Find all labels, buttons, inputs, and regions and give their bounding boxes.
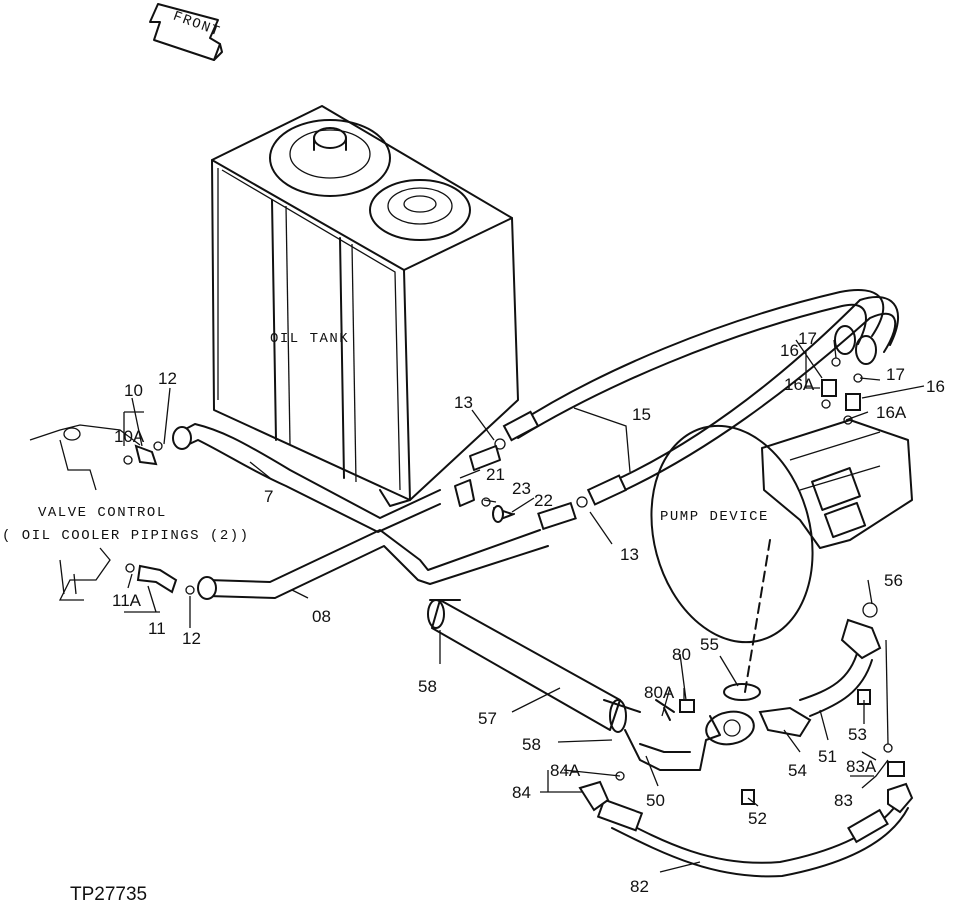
oil-cooler-57 — [427, 599, 755, 771]
hose-51 — [741, 602, 882, 805]
callout-10: 10 — [124, 381, 143, 400]
callout-16a-left: 16A — [784, 375, 815, 394]
callout-21: 21 — [486, 465, 505, 484]
hose-82 — [578, 743, 914, 878]
callout-12-lower: 12 — [182, 629, 201, 648]
pump-device: PUMP DEVICE — [650, 419, 913, 701]
callout-7: 7 — [264, 487, 273, 506]
callout-54: 54 — [788, 761, 807, 780]
callout-16-left: 16 — [780, 341, 799, 360]
callout-13-lower: 13 — [620, 545, 639, 564]
callout-15: 15 — [632, 405, 651, 424]
callout-16a-right: 16A — [876, 403, 907, 422]
front-arrow-icon — [149, 3, 223, 61]
pipe-7 — [172, 423, 441, 533]
callout-17-upper: 17 — [798, 329, 817, 348]
callout-22: 22 — [534, 491, 553, 510]
callout-57: 57 — [478, 709, 497, 728]
oil-tank: OIL TANK — [211, 105, 519, 507]
callout-56: 56 — [884, 571, 903, 590]
callout-83: 83 — [834, 791, 853, 810]
hose-15 — [502, 288, 900, 506]
callout-58-left: 58 — [418, 677, 437, 696]
oil-tank-label: OIL TANK — [270, 331, 349, 347]
callout-83a: 83A — [846, 757, 877, 776]
callout-84: 84 — [512, 783, 531, 802]
elbow-11 — [125, 563, 195, 595]
valve-control: VALVE CONTROL ( OIL COOLER PIPINGS (2)) — [2, 424, 250, 601]
fitting-10 — [123, 441, 163, 466]
callout-82: 82 — [630, 877, 649, 896]
figure-id: TP27735 — [70, 884, 147, 905]
callout-08: 08 — [312, 607, 331, 626]
callout-23: 23 — [512, 479, 531, 498]
valve-control-label: VALVE CONTROL — [38, 505, 167, 521]
fittings-16-17 — [821, 357, 863, 425]
callout-84a: 84A — [550, 761, 581, 780]
callout-50: 50 — [646, 791, 665, 810]
callout-11: 11 — [148, 619, 166, 638]
clamp-21 — [454, 438, 588, 523]
pump-device-label: PUMP DEVICE — [660, 509, 769, 525]
callouts: 10 12 10A 7 11A 11 12 08 13 13 15 21 23 … — [112, 329, 945, 896]
pipe-08 — [197, 501, 577, 600]
callout-52: 52 — [748, 809, 767, 828]
callout-11a: 11A — [112, 591, 142, 610]
callout-80: 80 — [672, 645, 691, 664]
callout-80a: 80A — [644, 683, 675, 702]
oil-cooler-pipings-label: ( OIL COOLER PIPINGS (2)) — [2, 528, 250, 544]
callout-13-upper: 13 — [454, 393, 473, 412]
callout-17-right: 17 — [886, 365, 905, 384]
callout-55: 55 — [700, 635, 719, 654]
callout-58-lower: 58 — [522, 735, 541, 754]
leader-lines — [123, 339, 925, 873]
callout-16-right: 16 — [926, 377, 945, 396]
callout-53: 53 — [848, 725, 867, 744]
callout-12: 12 — [158, 369, 177, 388]
callout-10a: 10A — [114, 427, 145, 446]
callout-51: 51 — [818, 747, 837, 766]
